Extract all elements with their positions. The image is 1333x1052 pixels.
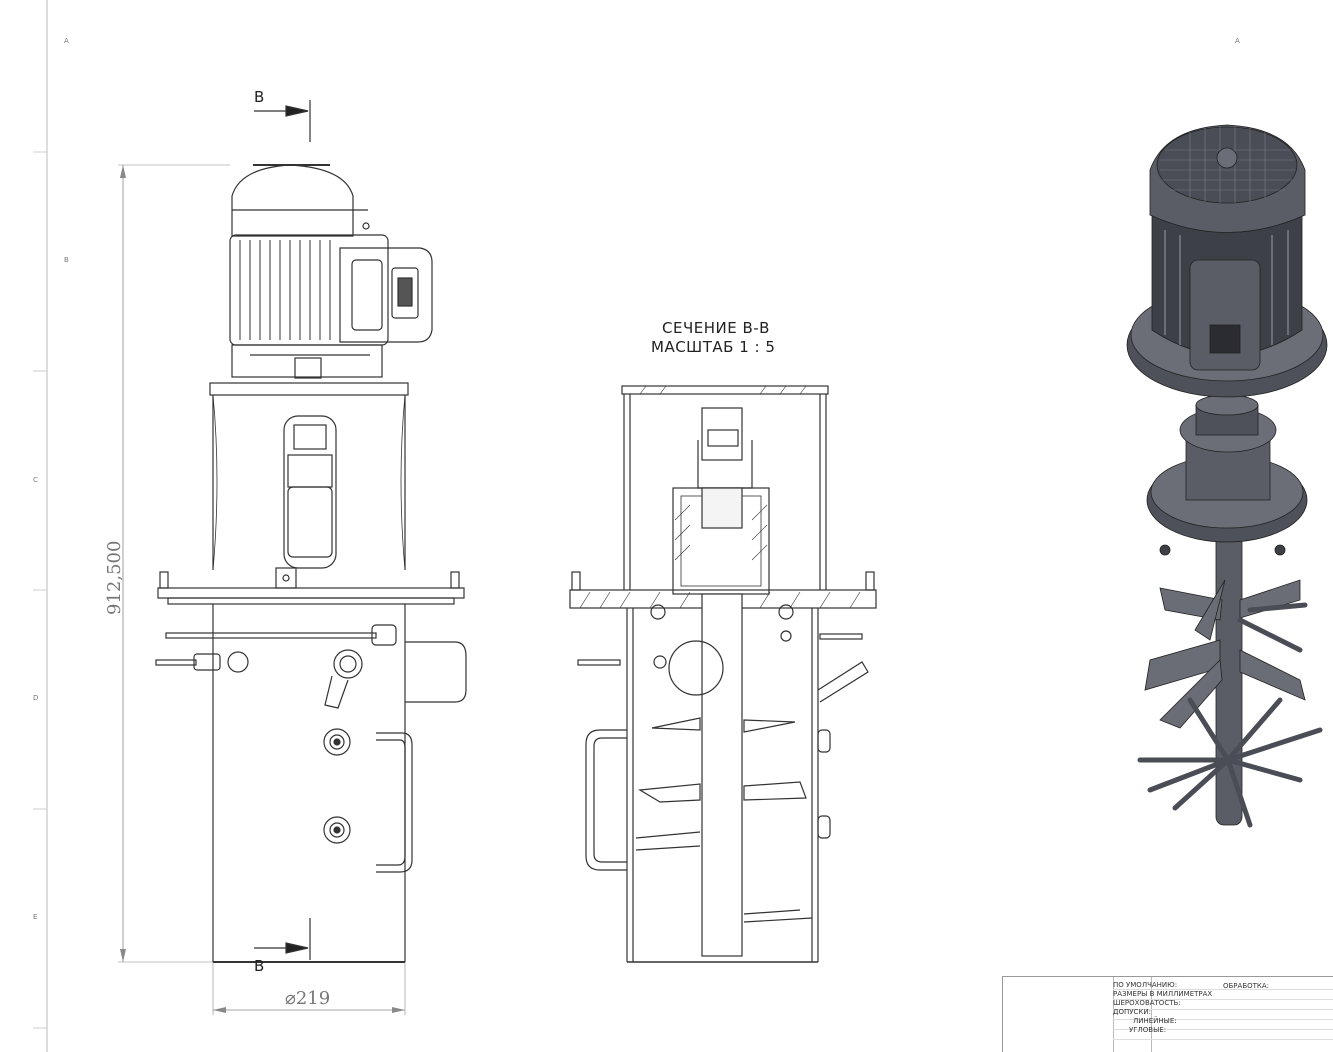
zone-label: A bbox=[64, 37, 69, 45]
title-block-line: ШЕРОХОВАТОСТЬ: bbox=[1113, 999, 1181, 1007]
title-block-processing: ОБРАБОТКА: bbox=[1223, 982, 1270, 990]
height-dimension: 912,500 bbox=[104, 541, 125, 615]
zone-label: E bbox=[33, 913, 38, 921]
zone-label: B bbox=[64, 256, 69, 264]
section-view bbox=[569, 385, 877, 963]
section-marker-bottom: B bbox=[254, 957, 264, 975]
title-block-line: ПО УМОЛЧАНИЮ: bbox=[1113, 981, 1178, 989]
title-block-line: РАЗМЕРЫ В МИЛЛИМЕТРАХ bbox=[1113, 990, 1213, 998]
zone-label: C bbox=[33, 476, 38, 484]
zone-label: A bbox=[1235, 37, 1240, 45]
section-marker-top: B bbox=[254, 88, 264, 106]
zone-label: D bbox=[33, 694, 39, 702]
diameter-dimension: ⌀219 bbox=[285, 988, 330, 1009]
front-view bbox=[118, 100, 467, 1015]
section-scale: МАСШТАБ 1 : 5 bbox=[651, 338, 775, 356]
title-block-line: ЛИНЕЙНЫЕ: bbox=[1133, 1017, 1177, 1025]
title-block-line: УГЛОВЫЕ: bbox=[1129, 1026, 1167, 1034]
title-block-notes: ПО УМОЛЧАНИЮ: РАЗМЕРЫ В МИЛЛИМЕТРАХ ШЕРО… bbox=[1113, 981, 1213, 1035]
title-block: ПО УМОЛЧАНИЮ: РАЗМЕРЫ В МИЛЛИМЕТРАХ ШЕРО… bbox=[1002, 976, 1333, 1052]
section-title: СЕЧЕНИЕ В-В bbox=[662, 319, 770, 337]
title-block-line: ДОПУСКИ: bbox=[1113, 1008, 1151, 1016]
isometric-view bbox=[1126, 124, 1328, 828]
